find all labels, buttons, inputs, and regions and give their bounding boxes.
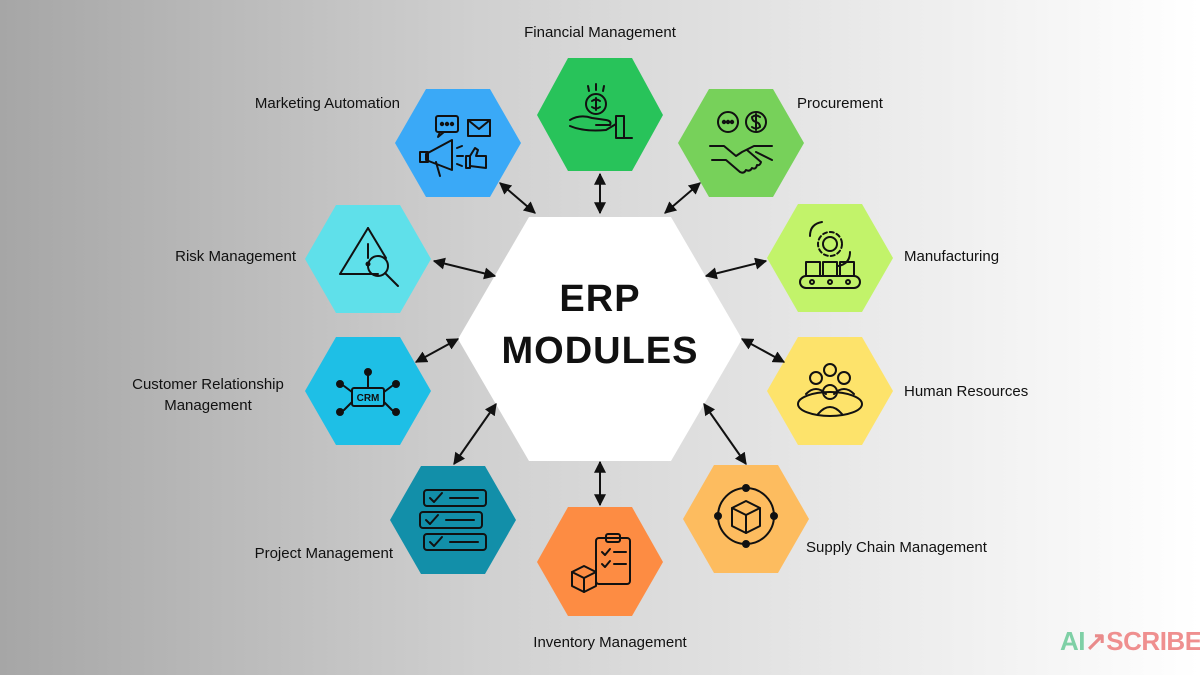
warning-magnifier-icon: [339, 227, 399, 287]
manufacturing-hexagon: [767, 204, 893, 312]
label-inventory: Inventory Management: [533, 634, 687, 651]
label-crm-line1: Customer Relationship: [132, 376, 284, 393]
financial-hexagon: [537, 58, 663, 171]
arrow-risk: [432, 257, 497, 280]
arrow-project: [453, 403, 497, 465]
handshake-icon: [709, 111, 773, 174]
marketing-hexagon: [395, 89, 521, 197]
crm-icon-text: CRM: [357, 393, 380, 404]
checklist-icon: [419, 489, 487, 551]
arrow-procurement: [664, 182, 701, 214]
label-project: Project Management: [254, 545, 393, 562]
supply-box-icon: [714, 484, 778, 548]
hand-dollar-icon: [569, 83, 633, 139]
label-supply: Supply Chain Management: [806, 539, 987, 556]
logo-part3: SCRIBE: [1106, 626, 1200, 656]
center-hexagon: [458, 217, 742, 461]
clipboard-boxes-icon: [571, 533, 631, 593]
arrow-hr: [740, 338, 786, 363]
label-financial: Financial Management: [524, 24, 676, 41]
megaphone-icon: [419, 115, 491, 177]
logo-part1: AI: [1060, 626, 1086, 656]
arrow-manufacturing: [704, 257, 768, 280]
logo-part2: ↗: [1085, 626, 1107, 656]
arrow-supply: [703, 403, 747, 465]
arrow-crm: [414, 338, 460, 363]
inventory-hexagon: [537, 507, 663, 616]
crm-network-icon: [336, 368, 400, 416]
aiscribe-logo: AI↗SCRIBE: [1060, 626, 1200, 657]
erp-title-line2: MODULES: [501, 330, 699, 372]
label-risk: Risk Management: [175, 248, 296, 265]
label-manufacturing: Manufacturing: [904, 248, 1000, 265]
label-hr: Human Resources: [904, 383, 1029, 400]
team-icon: [797, 363, 863, 417]
procurement-hexagon: [678, 89, 804, 197]
crm-hexagon: [305, 337, 431, 445]
label-crm-line2: Management: [164, 397, 252, 414]
arrow-marketing: [499, 182, 536, 214]
label-procurement: Procurement: [797, 95, 883, 112]
label-marketing: Marketing Automation: [254, 95, 400, 112]
gear-conveyor-icon: [799, 221, 861, 289]
erp-title-line1: ERP: [559, 278, 641, 320]
